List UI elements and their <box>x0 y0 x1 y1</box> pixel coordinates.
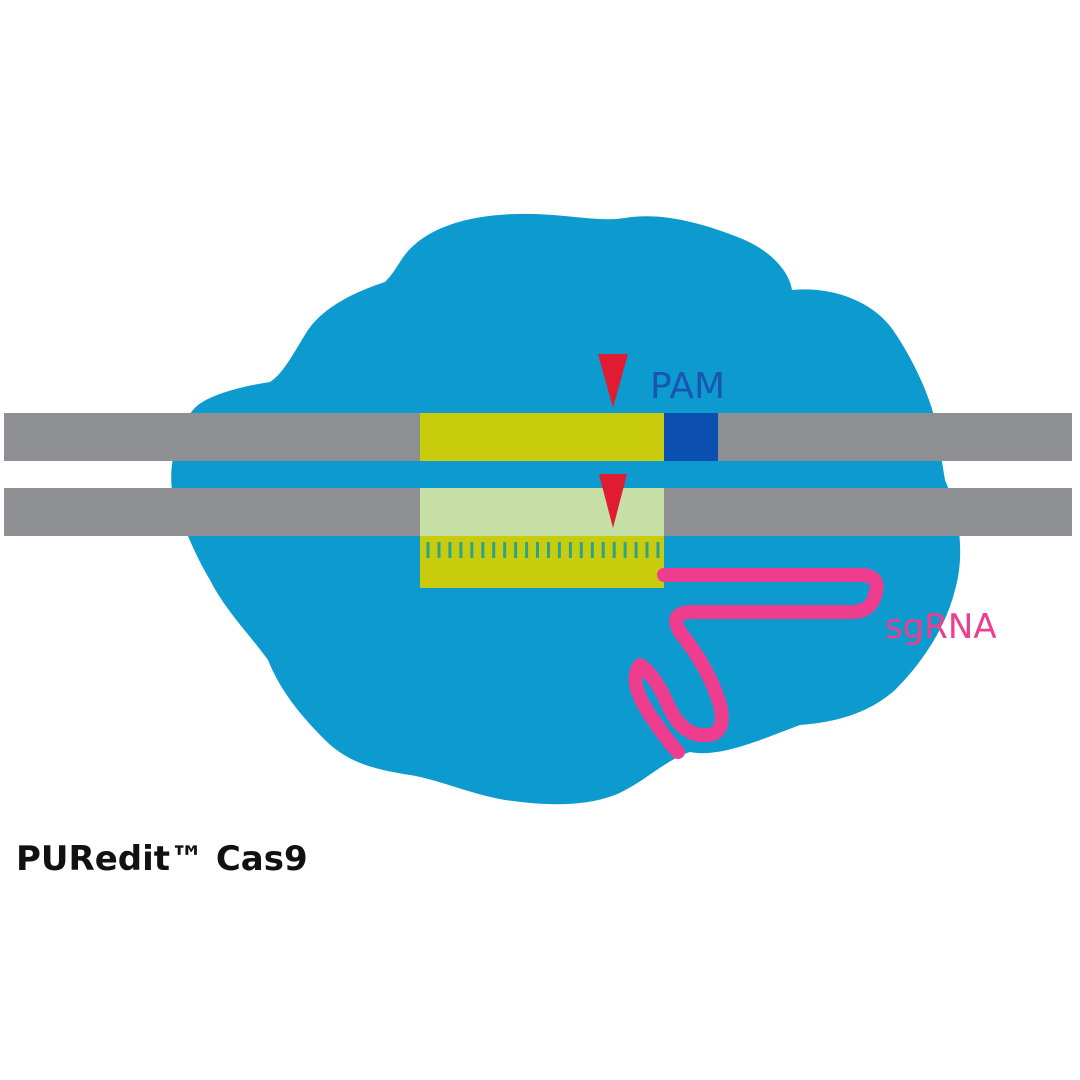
sgrna-spacer-region <box>420 536 664 588</box>
dna-top-strand-right <box>718 413 1072 461</box>
red-triangle-icon <box>598 354 628 408</box>
base-pair-ticks <box>426 542 660 558</box>
red-triangle-icon <box>599 474 627 528</box>
product-title: PURedit™ Cas9 <box>16 839 308 879</box>
pam-label: PAM <box>650 366 725 407</box>
dna-bottom-hybrid-region <box>420 488 664 536</box>
dna-bottom-strand-left <box>4 488 420 536</box>
dna-top-target-region <box>420 413 664 461</box>
sgrna-scaffold <box>628 568 884 759</box>
pam-block <box>664 413 718 461</box>
dna-bottom-strand-right <box>664 488 1072 536</box>
sgrna-label: sgRNA <box>885 607 997 647</box>
dna-top-strand-left <box>4 413 420 461</box>
